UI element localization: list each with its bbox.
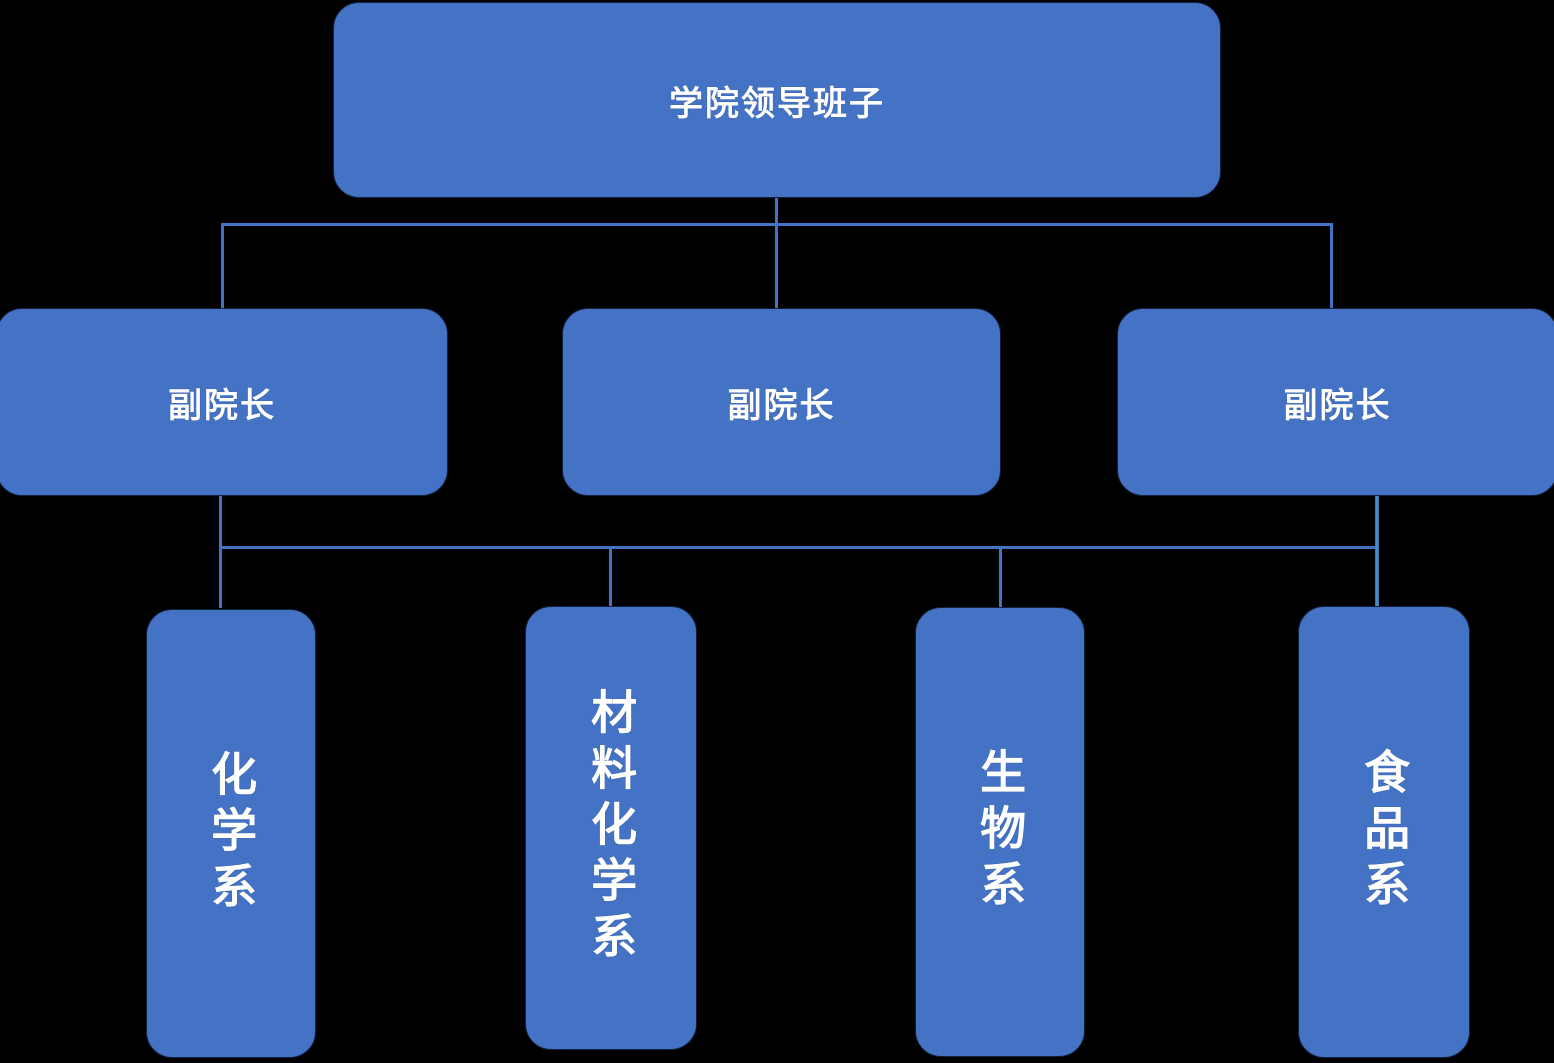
connector-drop-department-1 bbox=[219, 546, 222, 608]
node-vice-dean-3[interactable]: 副院长 bbox=[1117, 308, 1554, 496]
connector-drop-department-2 bbox=[609, 546, 612, 608]
node-department-food[interactable]: 食品系 bbox=[1298, 606, 1470, 1058]
node-vice-dean-1-label: 副院长 bbox=[168, 385, 276, 426]
node-department-materials-chemistry-label: 材料化学系 bbox=[584, 688, 639, 968]
node-department-materials-chemistry[interactable]: 材料化学系 bbox=[525, 606, 697, 1050]
node-root-leadership[interactable]: 学院领导班子 bbox=[333, 2, 1221, 198]
node-department-chemistry-label: 化学系 bbox=[204, 749, 259, 918]
connector-drop-vicedean-2 bbox=[775, 223, 778, 309]
node-root-label: 学院领导班子 bbox=[669, 83, 885, 124]
node-department-chemistry[interactable]: 化学系 bbox=[146, 609, 316, 1058]
connector-vicedean1-stem bbox=[219, 496, 222, 549]
node-vice-dean-3-label: 副院长 bbox=[1283, 385, 1392, 426]
connector-drop-vicedean-3 bbox=[1330, 223, 1333, 309]
node-department-biology[interactable]: 生物系 bbox=[915, 607, 1085, 1057]
connector-root-stem bbox=[775, 198, 778, 225]
node-department-food-label: 食品系 bbox=[1357, 748, 1412, 916]
connector-drop-department-3 bbox=[999, 546, 1002, 608]
node-vice-dean-2[interactable]: 副院长 bbox=[562, 308, 1001, 496]
node-department-biology-label: 生物系 bbox=[973, 748, 1028, 916]
connector-drop-department-4 bbox=[1375, 496, 1379, 608]
node-vice-dean-1[interactable]: 副院长 bbox=[0, 308, 448, 496]
node-vice-dean-2-label: 副院长 bbox=[727, 385, 836, 426]
connector-level2-bus bbox=[219, 546, 1378, 549]
connector-drop-vicedean-1 bbox=[221, 223, 224, 309]
